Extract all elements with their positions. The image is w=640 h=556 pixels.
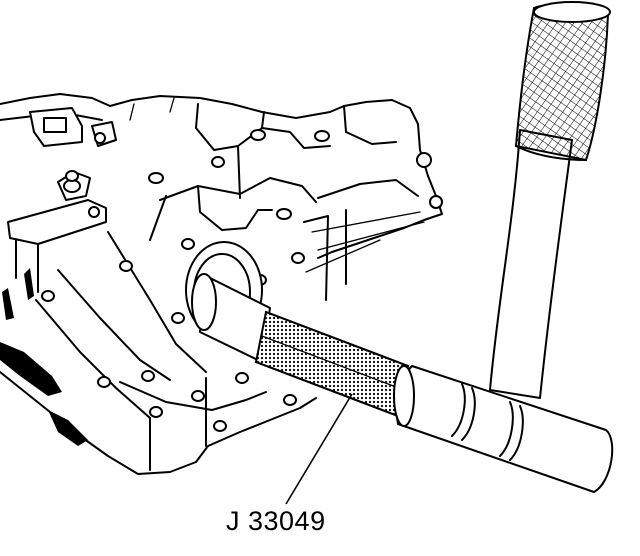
callout-leader	[285, 393, 353, 505]
hammer	[489, 1, 611, 399]
callout-label-tool: J 33049	[226, 506, 326, 536]
seal-installer-tool	[191, 273, 614, 493]
